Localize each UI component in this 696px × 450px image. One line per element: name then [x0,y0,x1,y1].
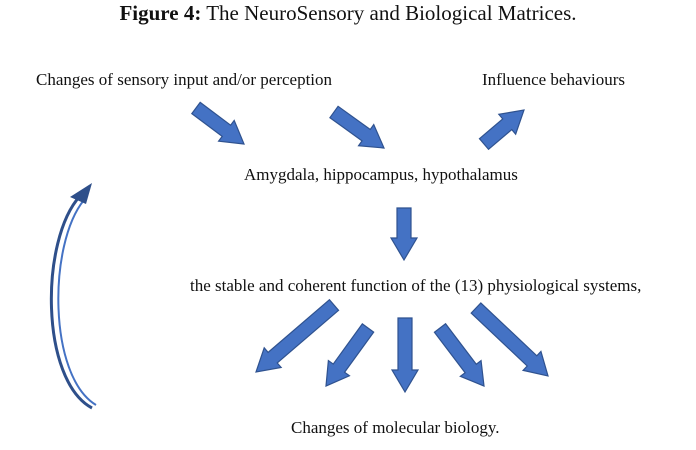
node-influence-behaviours: Influence behaviours [482,70,626,89]
arrow-systems-to-molecular-2 [325,323,375,387]
arrow-input-to-brain-1 [190,101,245,145]
arrow-brain-to-systems [389,207,419,262]
node-brain-regions: Amygdala, hippocampus, hypothalamus [244,165,518,184]
arrow-brain-to-behaviour [478,109,525,151]
figure-title: Figure 4: The NeuroSensory and Biologica… [0,0,696,26]
feedback-arrowhead [70,183,92,204]
arrow-input-to-brain-2 [329,105,385,149]
figure-caption: The NeuroSensory and Biological Matrices… [206,1,577,25]
node-molecular-biology: Changes of molecular biology. [291,418,500,437]
node-sensory-input: Changes of sensory input and/or percepti… [36,70,333,89]
feedback-curve-arrow [49,194,93,410]
arrow-systems-to-molecular-5 [470,302,549,377]
arrow-systems-to-molecular-4 [433,322,485,387]
feedback-curve-shadow [57,199,97,406]
figure-number: Figure 4: [119,1,202,25]
node-physiological-systems: the stable and coherent function of the … [190,276,642,295]
arrow-systems-to-molecular-1 [255,298,340,373]
arrow-systems-to-molecular-3 [390,317,420,394]
